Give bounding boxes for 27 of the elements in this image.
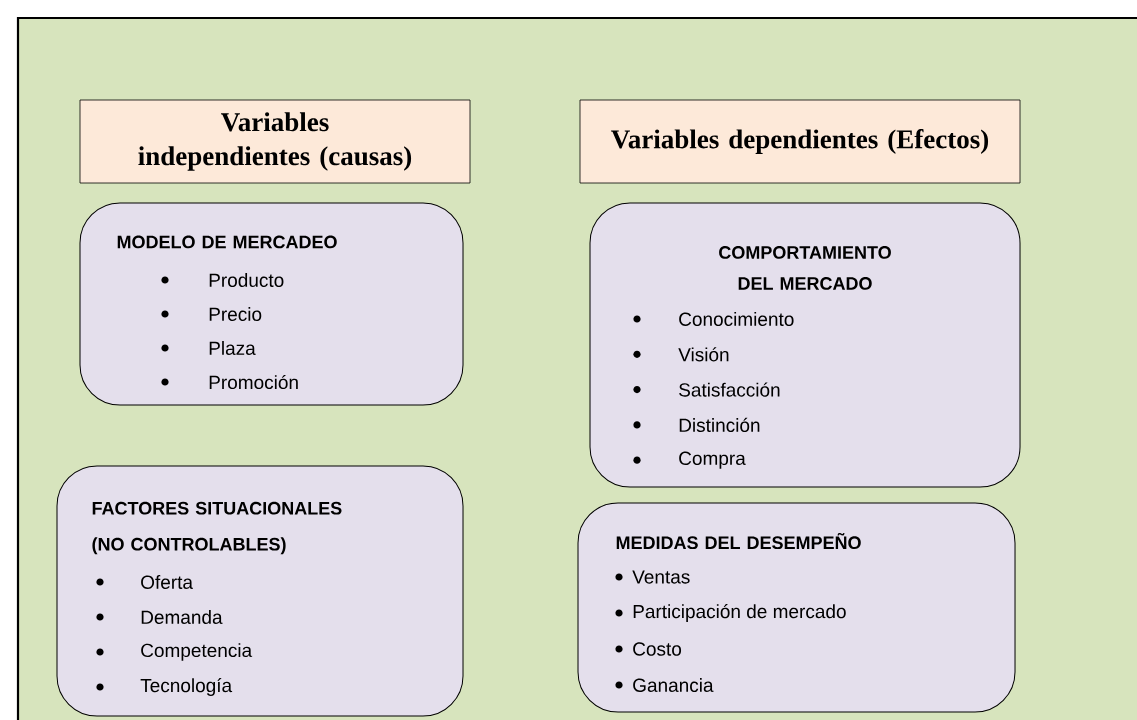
list-item: Distinción [633,417,760,432]
list-item: Satisfacción [633,382,780,397]
list-item: Precio [161,307,262,321]
list-item: Demanda [96,610,223,624]
rounded-box [79,202,464,406]
rounded-box [577,502,1016,713]
list-item: Competencia [96,643,253,661]
rounded-box [56,465,464,717]
list-item: Plaza [161,341,256,355]
list-item: Conocimiento [633,312,794,326]
heading: COMPORTAMIENTO DEL MERCADO [719,246,891,290]
heading: FACTORES SITUACIONALES (NO CONTROLABLES) [92,501,342,555]
title-box: Variables dependientes (Efectos) [579,99,1021,184]
list-item: Ventas [615,570,690,584]
title-box: Variables independientes (causas) [79,99,471,184]
list-item: Oferta [96,575,193,589]
list-item: Compra [633,451,746,469]
list-item: Tecnología [96,678,233,696]
rounded-box [589,202,1021,488]
heading: MODELO DE MERCADEO [117,235,337,249]
list-item: Promoción [161,374,298,390]
list-item: Producto [161,273,284,287]
list-item: Costo [615,642,682,656]
list-item: Ganancia [615,678,714,692]
list-item: Participación de mercado [615,604,846,622]
list-item: Visión [633,347,729,362]
heading: MEDIDAS DEL DESEMPEÑO [616,532,861,550]
